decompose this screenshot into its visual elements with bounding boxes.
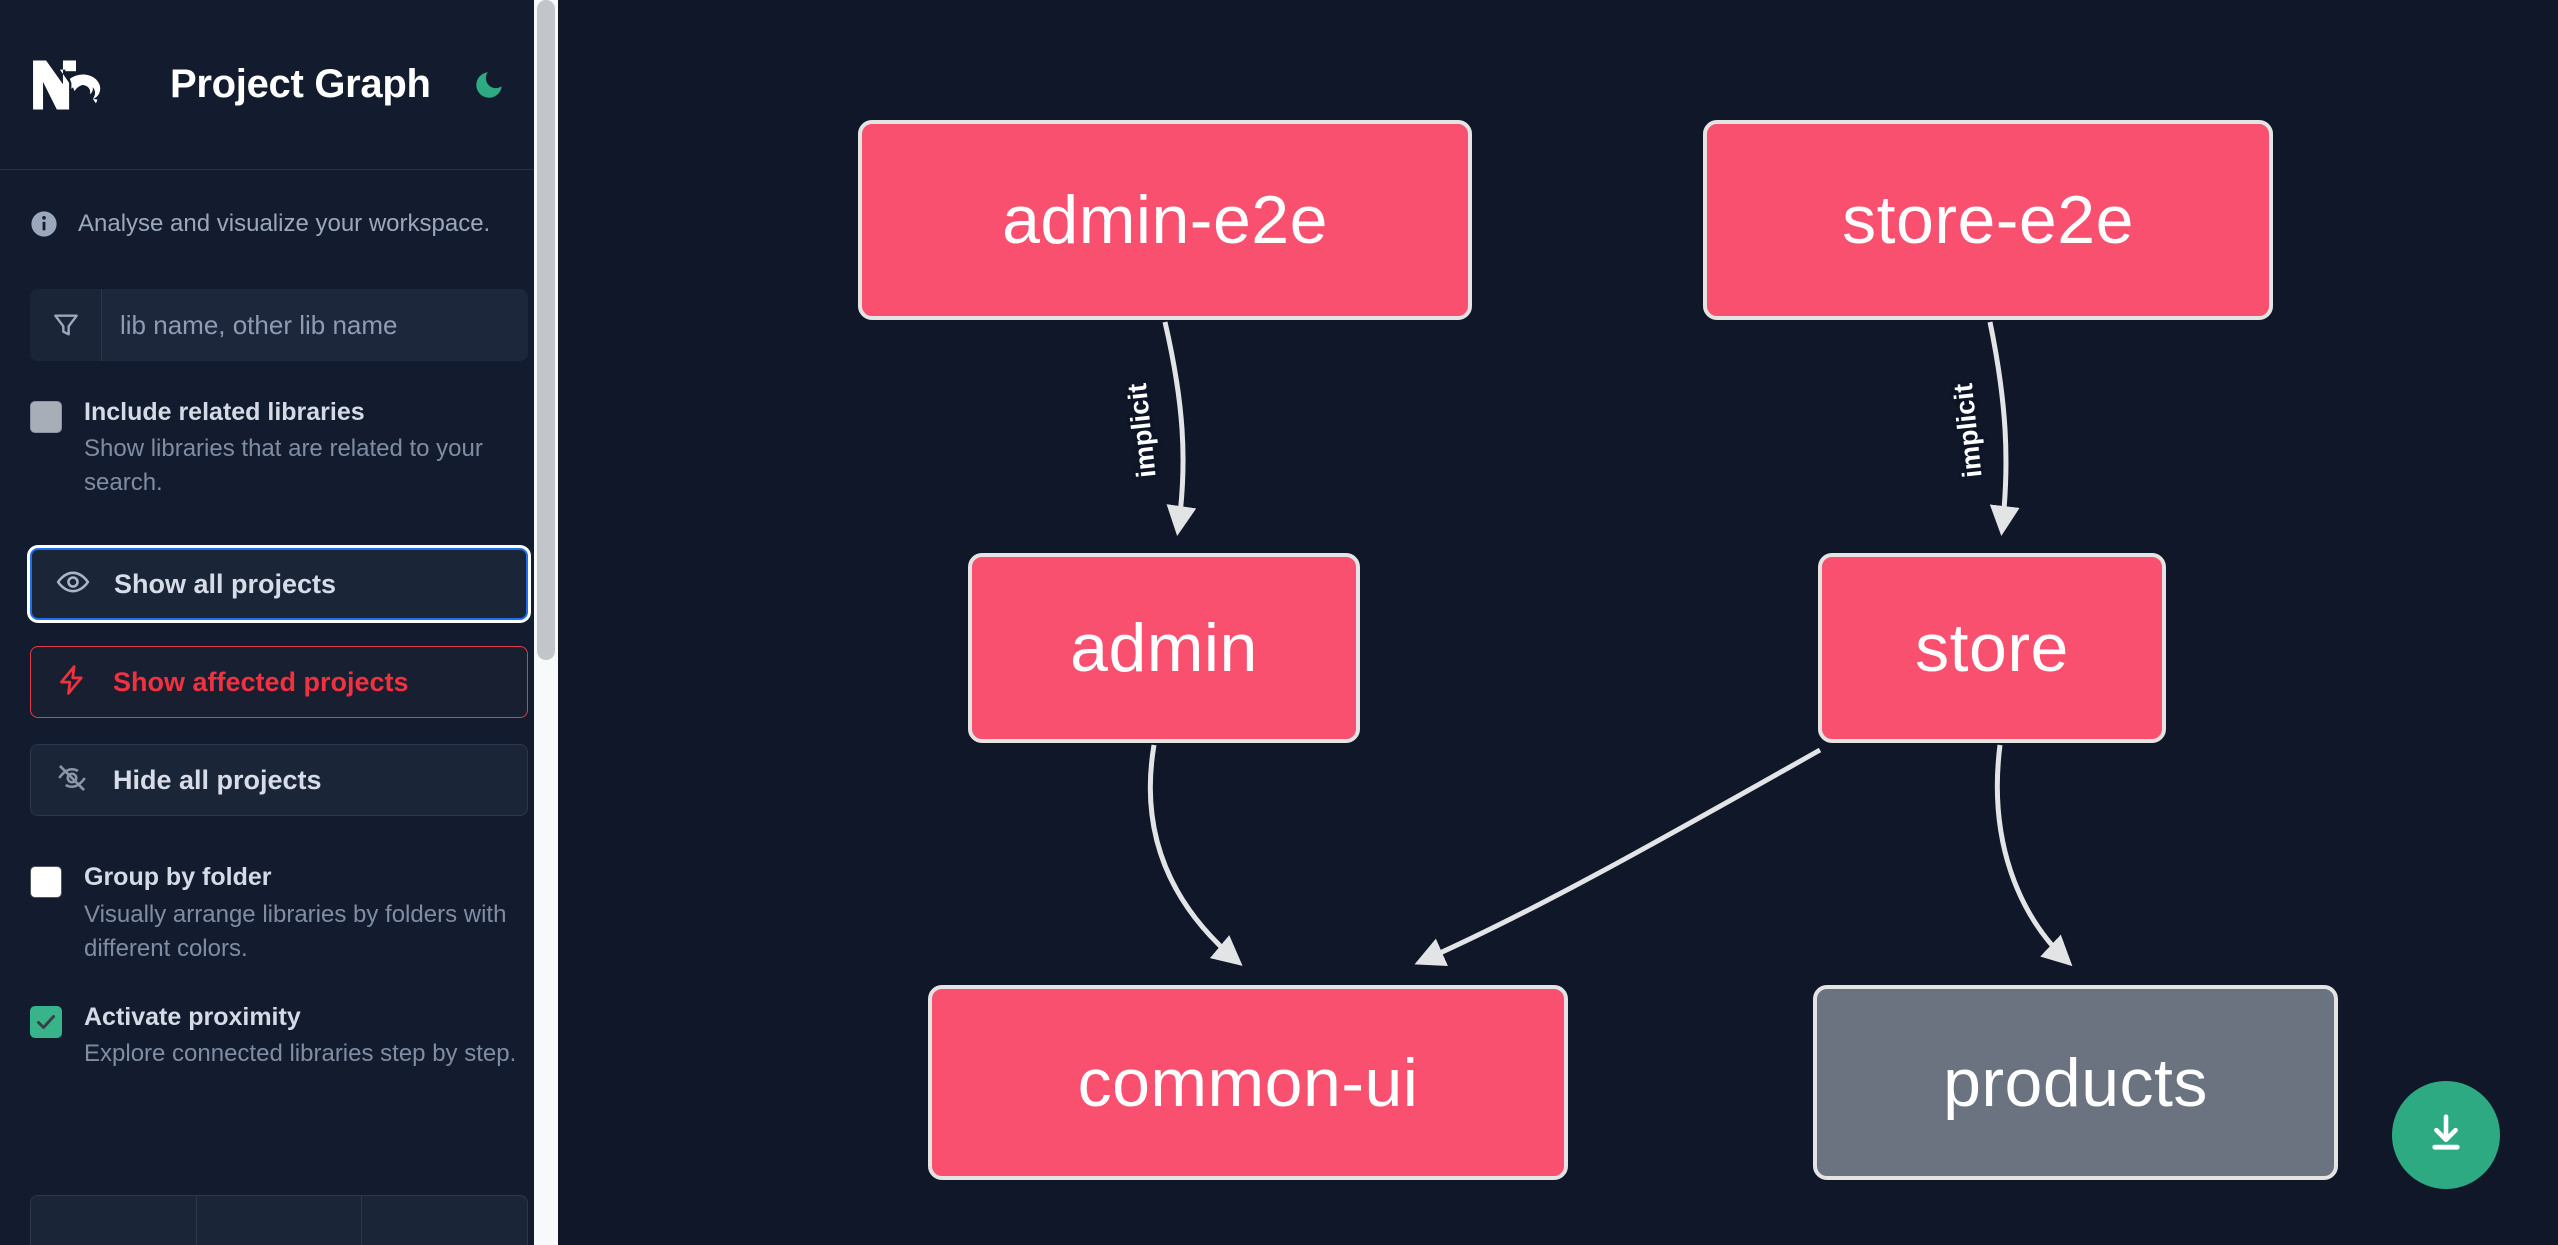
search-input[interactable]: [102, 289, 528, 361]
graph-node-admin[interactable]: admin: [968, 553, 1360, 743]
filter-search-box[interactable]: [30, 289, 528, 361]
option-title: Include related libraries: [84, 398, 365, 426]
moon-icon[interactable]: [467, 63, 511, 107]
node-label: common-ui: [1077, 1044, 1419, 1121]
edge-admin-e2e-admin: [1162, 321, 1197, 536]
hide-all-projects-button[interactable]: Hide all projects: [30, 744, 528, 817]
graph-canvas[interactable]: admin-e2e store-e2e admin store common-u…: [558, 0, 2558, 1245]
show-all-projects-label: Show all projects: [114, 568, 337, 599]
node-label: admin: [1070, 610, 1258, 686]
graph-node-admin-e2e[interactable]: admin-e2e: [858, 120, 1472, 320]
eye-icon: [56, 565, 90, 604]
page-title: Project Graph: [170, 62, 431, 106]
graph-node-common-ui[interactable]: common-ui: [928, 985, 1568, 1180]
download-button[interactable]: [2392, 1081, 2500, 1189]
graph-node-store[interactable]: store: [1818, 553, 2166, 743]
eye-off-icon: [55, 761, 89, 800]
segment-3[interactable]: [362, 1196, 527, 1245]
checkbox-group-by-folder[interactable]: [30, 866, 62, 899]
nx-logo-icon: [30, 54, 122, 116]
lightning-bolt-icon: [55, 663, 89, 702]
option-description: Visually arrange libraries by folders wi…: [84, 900, 507, 962]
checkbox-activate-proximity[interactable]: [30, 1005, 62, 1038]
graph-node-store-e2e[interactable]: store-e2e: [1703, 120, 2273, 320]
edge-label-admin-e2e-admin: implicit: [1121, 381, 1162, 480]
option-activate-proximity[interactable]: Activate proximity Explore connected lib…: [30, 1002, 528, 1071]
segment-2[interactable]: [197, 1196, 363, 1245]
funnel-filter-icon: [30, 289, 102, 361]
option-title: Group by folder: [84, 863, 272, 892]
checkbox-include-related-libraries[interactable]: [30, 401, 62, 433]
node-label: store: [1915, 610, 2069, 686]
edge-admin-common-ui: [1147, 744, 1243, 966]
segment-1[interactable]: [31, 1196, 197, 1245]
info-circle-icon: [30, 210, 58, 243]
hide-all-projects-label: Hide all projects: [113, 764, 322, 795]
option-group-by-folder[interactable]: Group by folder Visually arrange librari…: [30, 862, 528, 965]
sidebar-header: Project Graph: [0, 0, 558, 170]
node-label: store-e2e: [1842, 182, 2134, 258]
project-visibility-buttons: Show all projects Show affected projects: [30, 548, 528, 817]
graph-node-products[interactable]: products: [1813, 985, 2338, 1180]
sidebar: Project Graph Analyse and visualize your…: [0, 0, 558, 1245]
node-label: products: [1943, 1044, 2208, 1121]
sidebar-scrollbar-thumb[interactable]: [537, 0, 555, 660]
bottom-segmented-control[interactable]: [30, 1195, 528, 1245]
node-label: admin-e2e: [1002, 182, 1328, 258]
option-title: Activate proximity: [84, 1002, 301, 1031]
option-description: Explore connected libraries step by step…: [84, 1040, 517, 1068]
workspace-info: Analyse and visualize your workspace.: [0, 170, 558, 243]
option-description: Show libraries that are related to your …: [84, 435, 483, 497]
sidebar-scrollbar-track[interactable]: [534, 0, 558, 1245]
option-include-related-libraries[interactable]: Include related libraries Show libraries…: [30, 397, 528, 500]
edge-label-store-e2e-store: implicit: [1947, 381, 1988, 480]
download-icon: [2423, 1110, 2469, 1161]
edge-store-e2e-store: [1987, 321, 2020, 536]
edge-store-common-ui: [1414, 747, 1822, 967]
workspace-info-text: Analyse and visualize your workspace.: [78, 210, 491, 237]
show-affected-projects-label: Show affected projects: [113, 666, 409, 697]
show-affected-projects-button[interactable]: Show affected projects: [30, 646, 528, 719]
show-all-projects-button[interactable]: Show all projects: [30, 548, 528, 621]
edge-store-products: [1994, 744, 2073, 967]
